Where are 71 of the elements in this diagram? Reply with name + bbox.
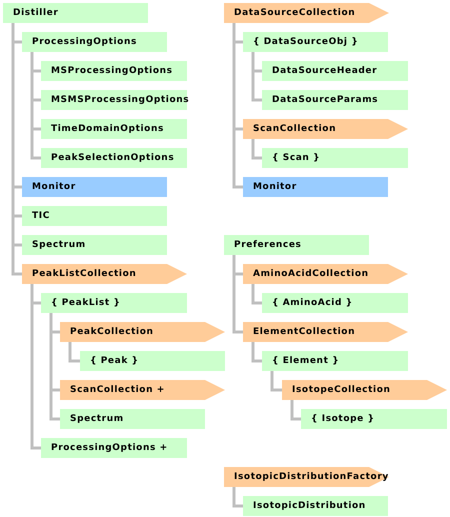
class-name: IsotopicDistributionFactory	[234, 471, 389, 484]
class-box	[301, 409, 447, 429]
class-name: DataSourceParams	[272, 94, 378, 107]
class-name: { Scan }	[272, 152, 320, 165]
class-name: { Peak }	[90, 355, 139, 368]
class-name: { DataSourceObj }	[253, 36, 358, 49]
class-name: Monitor	[253, 181, 297, 194]
class-box	[22, 32, 167, 52]
class-box	[262, 351, 408, 371]
collection-tab	[60, 322, 225, 342]
connector-line	[232, 487, 243, 508]
class-box	[41, 148, 187, 168]
class-name: ElementCollection	[253, 326, 356, 339]
class-name: Spectrum	[70, 413, 124, 426]
class-name: { PeakList }	[51, 297, 121, 310]
class-box	[41, 438, 187, 458]
collection-tab	[243, 322, 408, 342]
class-name: MSProcessingOptions	[51, 65, 173, 78]
class-name: AminoAcidCollection	[253, 268, 369, 281]
class-box	[262, 61, 408, 81]
connector-line	[290, 400, 301, 420]
class-name: IsotopicDistribution	[253, 500, 366, 513]
collection-tab	[224, 467, 389, 487]
class-name: PeakCollection	[70, 326, 154, 339]
collection-tab	[282, 380, 447, 400]
collection-tab	[22, 264, 187, 284]
class-box	[262, 293, 408, 313]
class-name: Distiller	[13, 7, 58, 20]
collection-tab	[224, 3, 389, 23]
class-box	[41, 90, 187, 110]
class-name: DataSourceHeader	[272, 65, 378, 78]
class-box	[41, 61, 187, 81]
connector-line	[252, 139, 262, 160]
collection-tab	[243, 119, 408, 139]
class-box	[41, 293, 187, 313]
class-box	[22, 206, 167, 226]
class-box	[243, 496, 388, 516]
class-name: MSMSProcessingOptions	[51, 94, 190, 107]
collection-tab	[243, 264, 408, 284]
class-box	[243, 32, 388, 52]
monitor-box	[243, 177, 388, 197]
class-box	[262, 148, 408, 168]
class-name: ProcessingOptions +	[51, 442, 168, 455]
class-name: PeakSelectionOptions	[51, 152, 174, 165]
class-name: Preferences	[234, 239, 302, 252]
class-name: TimeDomainOptions	[51, 123, 164, 136]
class-name: Spectrum	[32, 239, 86, 252]
collection-tab	[60, 380, 225, 400]
class-box	[80, 351, 225, 371]
class-box	[224, 235, 369, 255]
class-name: { AminoAcid }	[272, 297, 353, 310]
class-name: IsotopeCollection	[292, 384, 390, 397]
class-box	[3, 3, 148, 23]
class-name: TIC	[32, 210, 50, 223]
class-box	[60, 409, 205, 429]
monitor-box	[22, 177, 167, 197]
class-name: { Isotope }	[311, 413, 375, 426]
class-name: Monitor	[32, 181, 76, 194]
connector-line	[252, 284, 262, 304]
class-name: { Element }	[272, 355, 340, 368]
class-name: ScanCollection	[253, 123, 336, 136]
class-box	[41, 119, 187, 139]
class-box	[262, 90, 408, 110]
class-name: ScanCollection +	[70, 384, 165, 397]
connector-line	[270, 371, 282, 392]
connector-line	[68, 342, 80, 362]
class-name: ProcessingOptions	[32, 36, 137, 49]
class-name: PeakListCollection	[32, 268, 136, 281]
class-name: DataSourceCollection	[234, 7, 356, 20]
class-box	[22, 235, 167, 255]
connector-line	[252, 342, 262, 362]
